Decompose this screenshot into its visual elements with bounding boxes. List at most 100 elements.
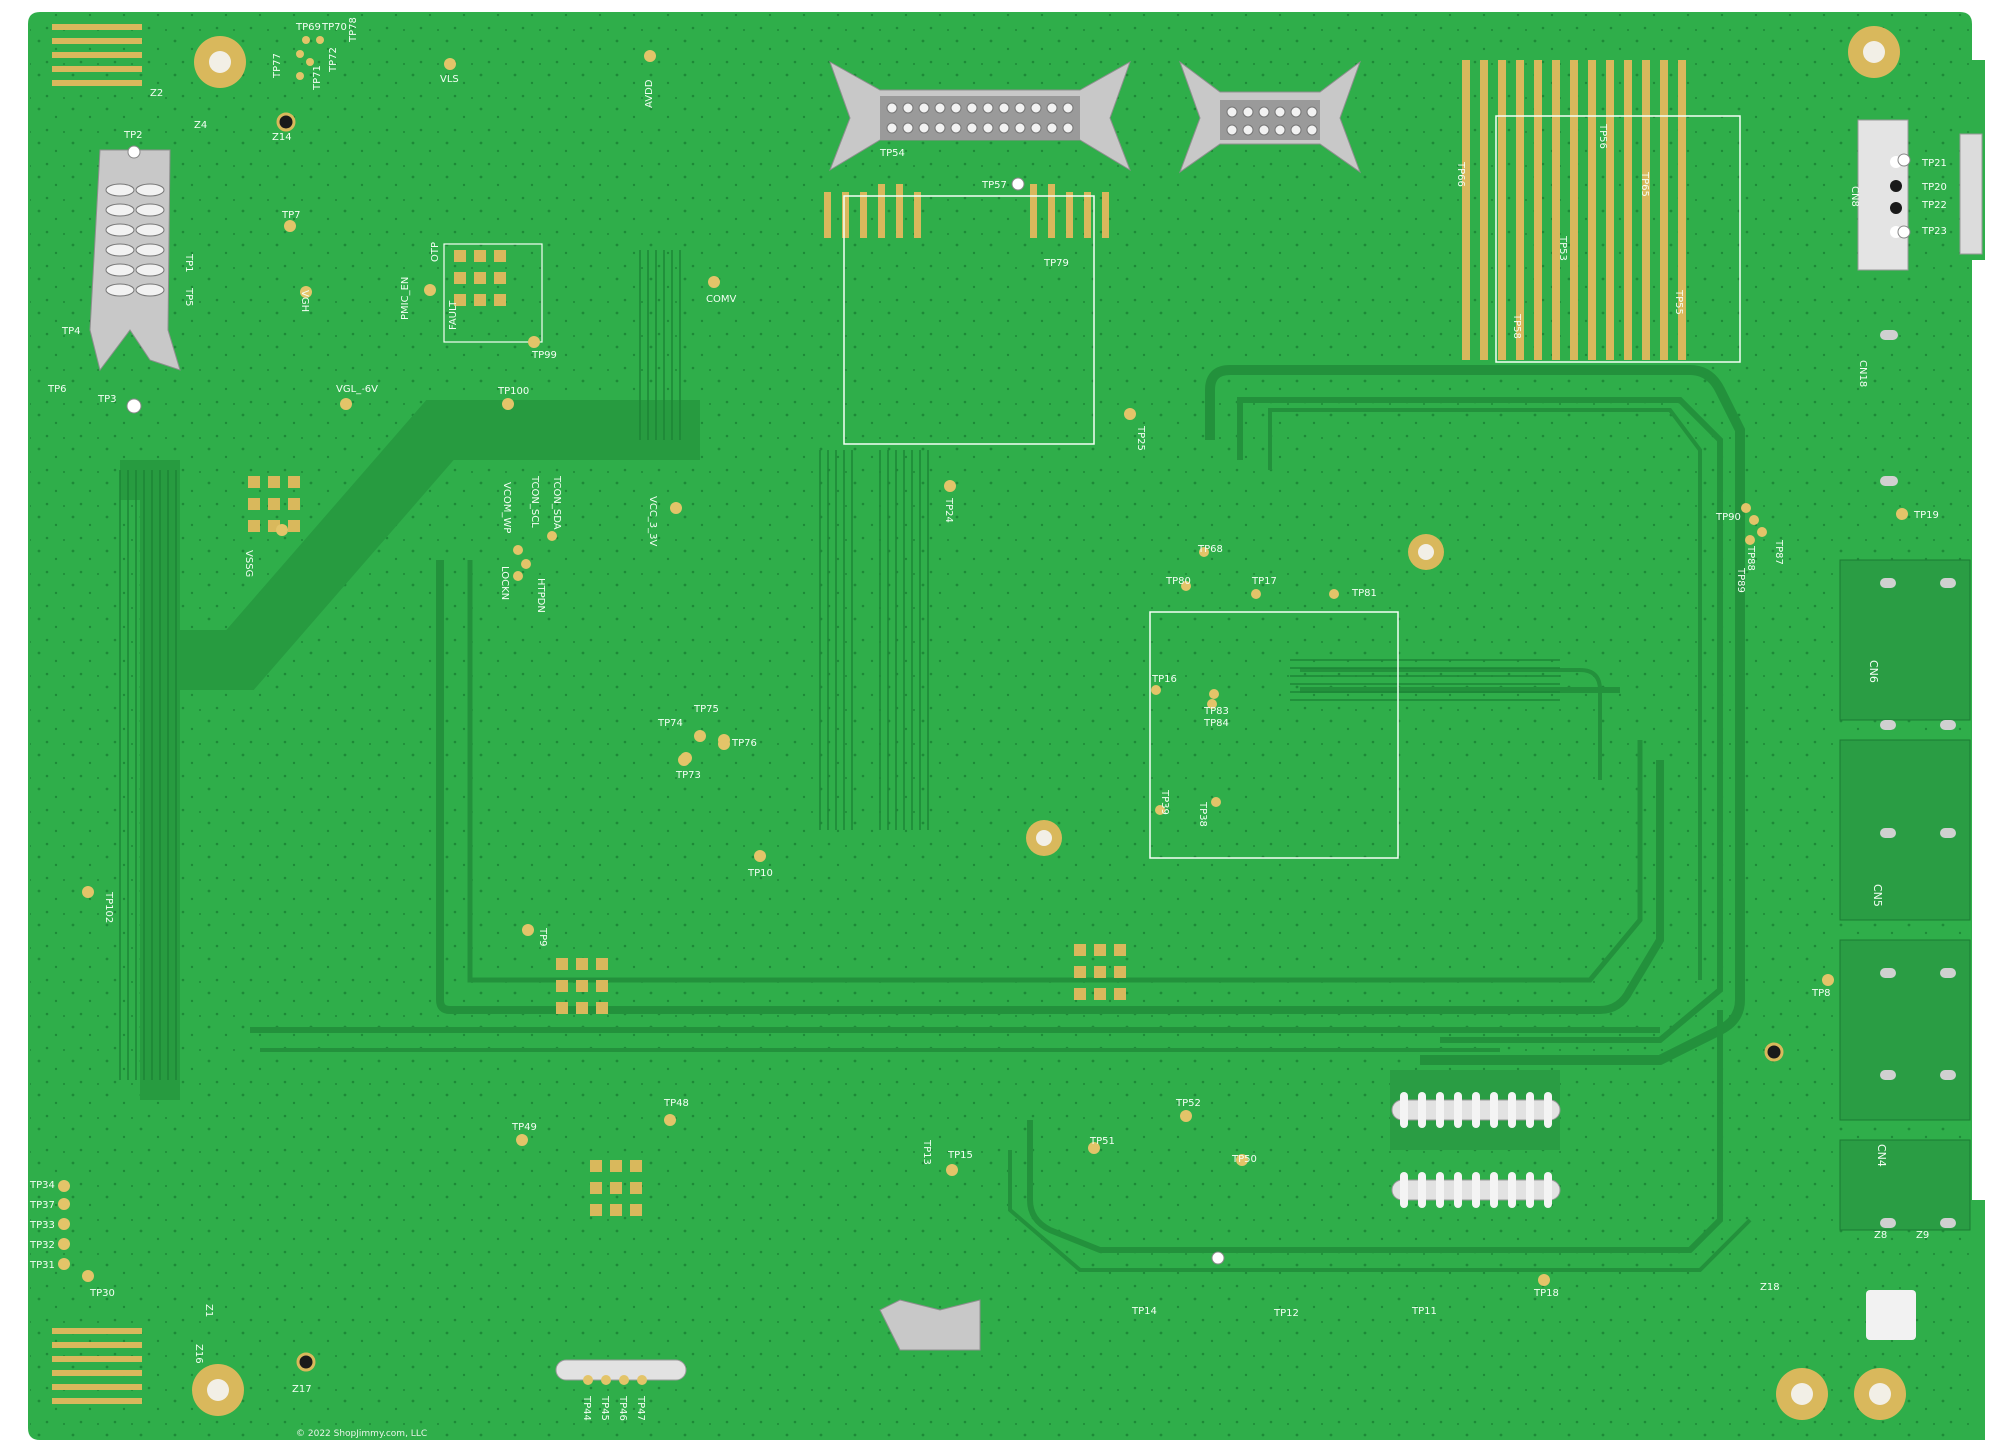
label-tp7: TP7 — [281, 210, 301, 221]
label-tp11: TP11 — [1411, 1306, 1437, 1317]
label-tp3: TP3 — [97, 394, 117, 405]
label-z8: Z8 — [1874, 1230, 1887, 1241]
label-tp39: TP39 — [1159, 789, 1170, 815]
label-tp70: TP70 — [321, 22, 347, 33]
label-tp54: TP54 — [879, 148, 905, 159]
silkscreen-labels: TP69 TP70 TP78 TP77 TP72 TP71 Z2 Z4 Z14 … — [29, 17, 1947, 1421]
label-avdd: AVDD — [644, 79, 655, 108]
label-tp58: TP58 — [1511, 313, 1522, 339]
label-tp53: TP53 — [1557, 235, 1568, 261]
label-tp55: TP55 — [1673, 289, 1684, 315]
label-cn6: CN6 — [1867, 660, 1880, 683]
label-tp14: TP14 — [1131, 1306, 1157, 1317]
label-tp100: TP100 — [497, 386, 529, 397]
label-otp: OTP — [430, 242, 441, 262]
label-tp56: TP56 — [1597, 123, 1608, 149]
label-z18: Z18 — [1760, 1282, 1780, 1293]
label-cn5: CN5 — [1871, 884, 1884, 907]
label-z2: Z2 — [150, 88, 163, 99]
label-tp75: TP75 — [693, 704, 719, 715]
label-tp76: TP76 — [731, 738, 757, 749]
label-tp50: TP50 — [1231, 1154, 1257, 1165]
label-z16: Z16 — [193, 1344, 204, 1364]
label-tp18: TP18 — [1533, 1288, 1559, 1299]
label-tp102: TP102 — [103, 891, 114, 923]
label-tp15: TP15 — [947, 1150, 973, 1161]
label-tp79: TP79 — [1043, 258, 1069, 269]
label-tp24: TP24 — [943, 497, 954, 523]
label-tp38: TP38 — [1197, 801, 1208, 827]
label-tp73: TP73 — [675, 770, 701, 781]
label-cn4: CN4 — [1875, 1144, 1888, 1167]
gold-contact-comb — [1462, 60, 1686, 360]
label-tp46: TP46 — [617, 1395, 628, 1421]
label-tp52: TP52 — [1175, 1098, 1201, 1109]
component-outline-center — [1149, 611, 1399, 859]
label-tp72: TP72 — [328, 47, 339, 73]
label-tp66: TP66 — [1455, 161, 1466, 187]
label-z4: Z4 — [194, 120, 207, 131]
label-tp2: TP2 — [123, 130, 143, 141]
label-tp44: TP44 — [581, 1395, 592, 1421]
label-tp34: TP34 — [29, 1180, 55, 1191]
connector-pads-right-edge — [1880, 330, 1956, 1228]
connector-top-center-small — [1178, 60, 1362, 174]
label-tp49: TP49 — [511, 1122, 537, 1133]
label-z17: Z17 — [292, 1384, 312, 1395]
label-tp23: TP23 — [1921, 226, 1947, 237]
label-tp47: TP47 — [635, 1395, 646, 1421]
label-tp90: TP90 — [1715, 512, 1741, 523]
label-tp25: TP25 — [1135, 425, 1146, 451]
label-tp20: TP20 — [1921, 182, 1947, 193]
label-tp51: TP51 — [1089, 1136, 1115, 1147]
label-tcon-sda: TCON_SDA — [551, 475, 562, 530]
white-test-points — [126, 145, 1911, 1265]
label-tp48: TP48 — [663, 1098, 689, 1109]
gold-contacts-bottom-left — [52, 1328, 142, 1404]
label-tp68: TP68 — [1197, 544, 1223, 555]
label-tcon-scl: TCON_SCL — [529, 475, 540, 528]
label-z9: Z9 — [1916, 1230, 1929, 1241]
mounting-holes — [192, 26, 1906, 1420]
label-pmic-en: PMIC_EN — [400, 277, 411, 320]
label-vcom-wp: VCOM_WP — [501, 482, 512, 533]
label-tp8: TP8 — [1811, 988, 1831, 999]
connector-bottom-center — [1390, 1070, 1561, 1208]
label-tp83: TP83 — [1203, 706, 1229, 717]
label-tp45: TP45 — [599, 1395, 610, 1421]
label-tp84: TP84 — [1203, 718, 1229, 729]
label-tp16: TP16 — [1151, 674, 1177, 685]
label-cn8: CN8 — [1849, 186, 1860, 207]
label-tp13: TP13 — [921, 1139, 932, 1165]
component-outline-small — [443, 243, 543, 343]
label-tp99: TP99 — [531, 350, 557, 361]
label-tp32: TP32 — [29, 1240, 55, 1251]
pad-grids — [248, 250, 1126, 1216]
label-tp87: TP87 — [1773, 539, 1784, 565]
label-tp81: TP81 — [1351, 588, 1377, 599]
label-tp12: TP12 — [1273, 1308, 1299, 1319]
label-tp80: TP80 — [1165, 576, 1191, 587]
label-tp17: TP17 — [1251, 576, 1277, 587]
component-outline-top-right — [1495, 115, 1741, 363]
gold-pins-center — [824, 184, 1109, 238]
label-vssg: VSSG — [243, 550, 254, 577]
label-lockn: LOCKN — [499, 566, 510, 600]
label-tp4: TP4 — [61, 326, 81, 337]
label-z1: Z1 — [203, 1304, 214, 1317]
label-tp74: TP74 — [657, 718, 683, 729]
label-tp9: TP9 — [537, 927, 548, 947]
connector-top-center — [829, 60, 1131, 172]
white-block-bottom-right — [1866, 1290, 1916, 1340]
label-tp78: TP78 — [348, 17, 359, 43]
copyright-text: © 2022 ShopJimmy.com, LLC — [296, 1429, 427, 1439]
label-tp71: TP71 — [312, 65, 323, 91]
label-comv: COMV — [706, 294, 736, 305]
label-tp69: TP69 — [295, 22, 321, 33]
label-tp88: TP88 — [1745, 545, 1756, 571]
label-tp21: TP21 — [1921, 158, 1947, 169]
label-tp5: TP5 — [183, 287, 194, 307]
label-tp6: TP6 — [47, 384, 67, 395]
connector-cn8 — [1857, 119, 1983, 271]
